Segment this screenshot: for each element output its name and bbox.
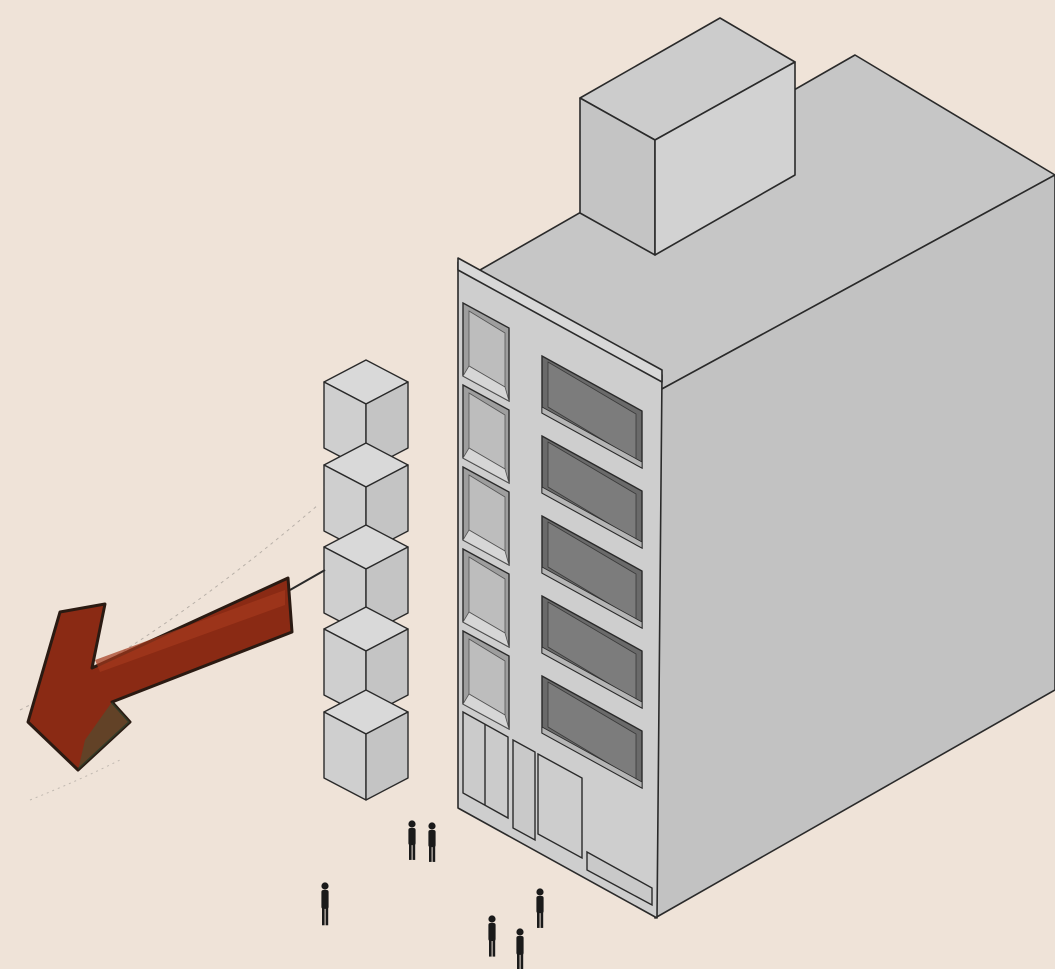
window-sill: [541, 566, 643, 629]
right-window-column: [541, 354, 643, 790]
red-left-arrow-icon: [19, 504, 326, 801]
left-balcony-column: [462, 301, 510, 731]
cube-right-face: [365, 711, 409, 801]
arrow-shadow: [78, 702, 130, 770]
ground-floor-doors: [462, 710, 653, 907]
balcony-floor: [462, 447, 510, 484]
stack-cube: [323, 689, 409, 801]
window-sill: [541, 726, 643, 789]
cube-stack-tower: [323, 359, 409, 801]
balcony-floor: [462, 365, 510, 402]
entrance-door-center: [512, 738, 536, 842]
balcony-floor: [462, 693, 510, 730]
person-silhouette-icon: [321, 882, 329, 926]
arrow-tether: [289, 569, 326, 591]
person-silhouette-icon: [428, 822, 436, 862]
rooftop-box-side: [654, 61, 796, 256]
person-silhouette-icon: [516, 928, 524, 969]
window-sill: [541, 486, 643, 549]
rooftop-box: [579, 17, 796, 256]
balcony-floor: [462, 529, 510, 566]
entrance-door-right: [537, 752, 583, 860]
person-silhouette-icon: [488, 915, 496, 957]
arrow-highlight: [95, 590, 285, 672]
people-group: [321, 820, 544, 969]
person-silhouette-icon: [408, 820, 416, 860]
person-silhouette-icon: [536, 888, 544, 928]
balcony-floor: [462, 611, 510, 648]
window-sill: [541, 646, 643, 709]
window-sill: [541, 406, 643, 469]
stack-cube: [323, 359, 409, 471]
shopfront-low: [586, 850, 653, 907]
building-cornice: [457, 257, 663, 383]
